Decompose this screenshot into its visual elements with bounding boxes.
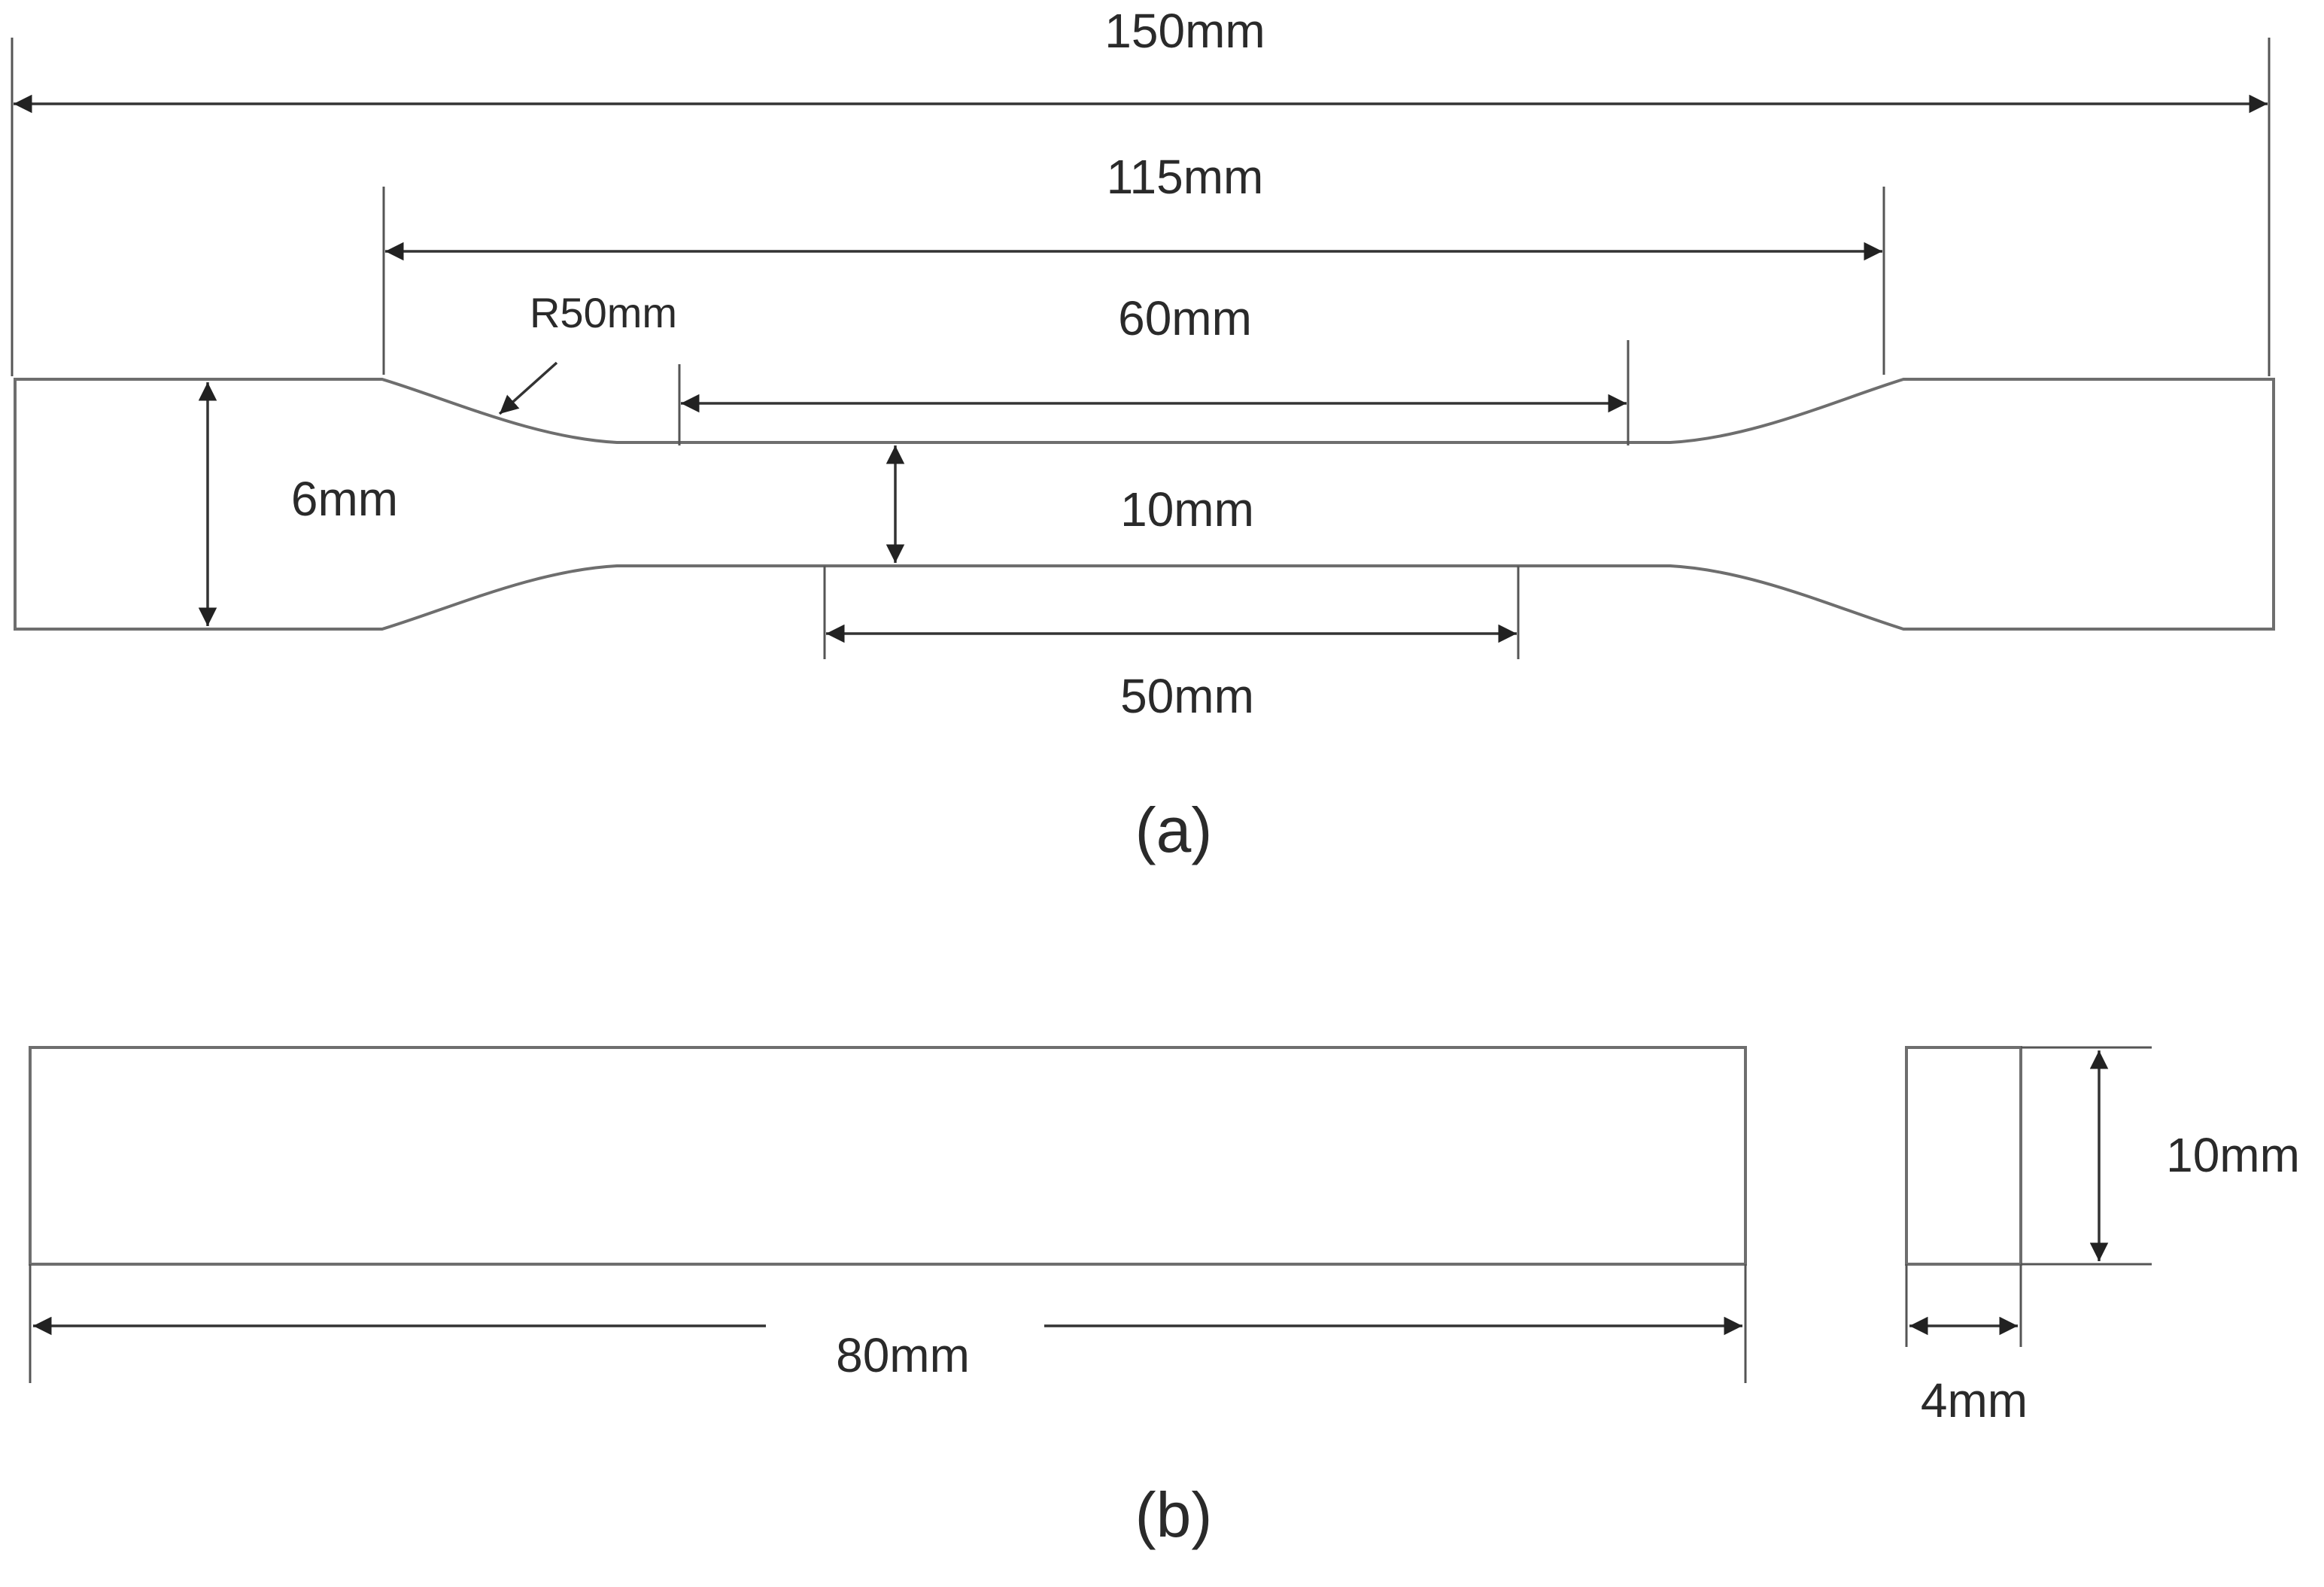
fillet-radius-leader <box>498 361 558 415</box>
dim-shoulder-length-label: 115mm <box>1107 150 1264 204</box>
dim-length-label: 80mm <box>836 1328 970 1382</box>
panel-a: 150mm 115mm R50mm 60mm 6mm 10mm 50mm (a) <box>11 4 2275 865</box>
dogbone-specimen-outline <box>14 378 2275 631</box>
dim-gauge-length-label: 50mm <box>1120 669 1254 723</box>
dim-thickness-label: 4mm <box>1921 1373 2028 1427</box>
dim-parallel-length-label: 60mm <box>1118 291 1252 345</box>
dim-fillet-radius-label: R50mm <box>530 289 677 336</box>
caption-panel-b: (b) <box>1135 1479 1213 1550</box>
dim-height-label: 10mm <box>2166 1128 2300 1182</box>
caption-panel-a: (a) <box>1135 795 1213 865</box>
dim-grip-width-label: 6mm <box>291 472 398 526</box>
bar-specimen-side-view <box>29 1046 1747 1266</box>
panel-b: 80mm 10mm 4mm (b) <box>29 1046 2300 1550</box>
dim-narrow-width-label: 10mm <box>1120 482 1254 537</box>
dim-overall-length-label: 150mm <box>1104 4 1265 58</box>
bar-specimen-end-view <box>1905 1046 2022 1266</box>
